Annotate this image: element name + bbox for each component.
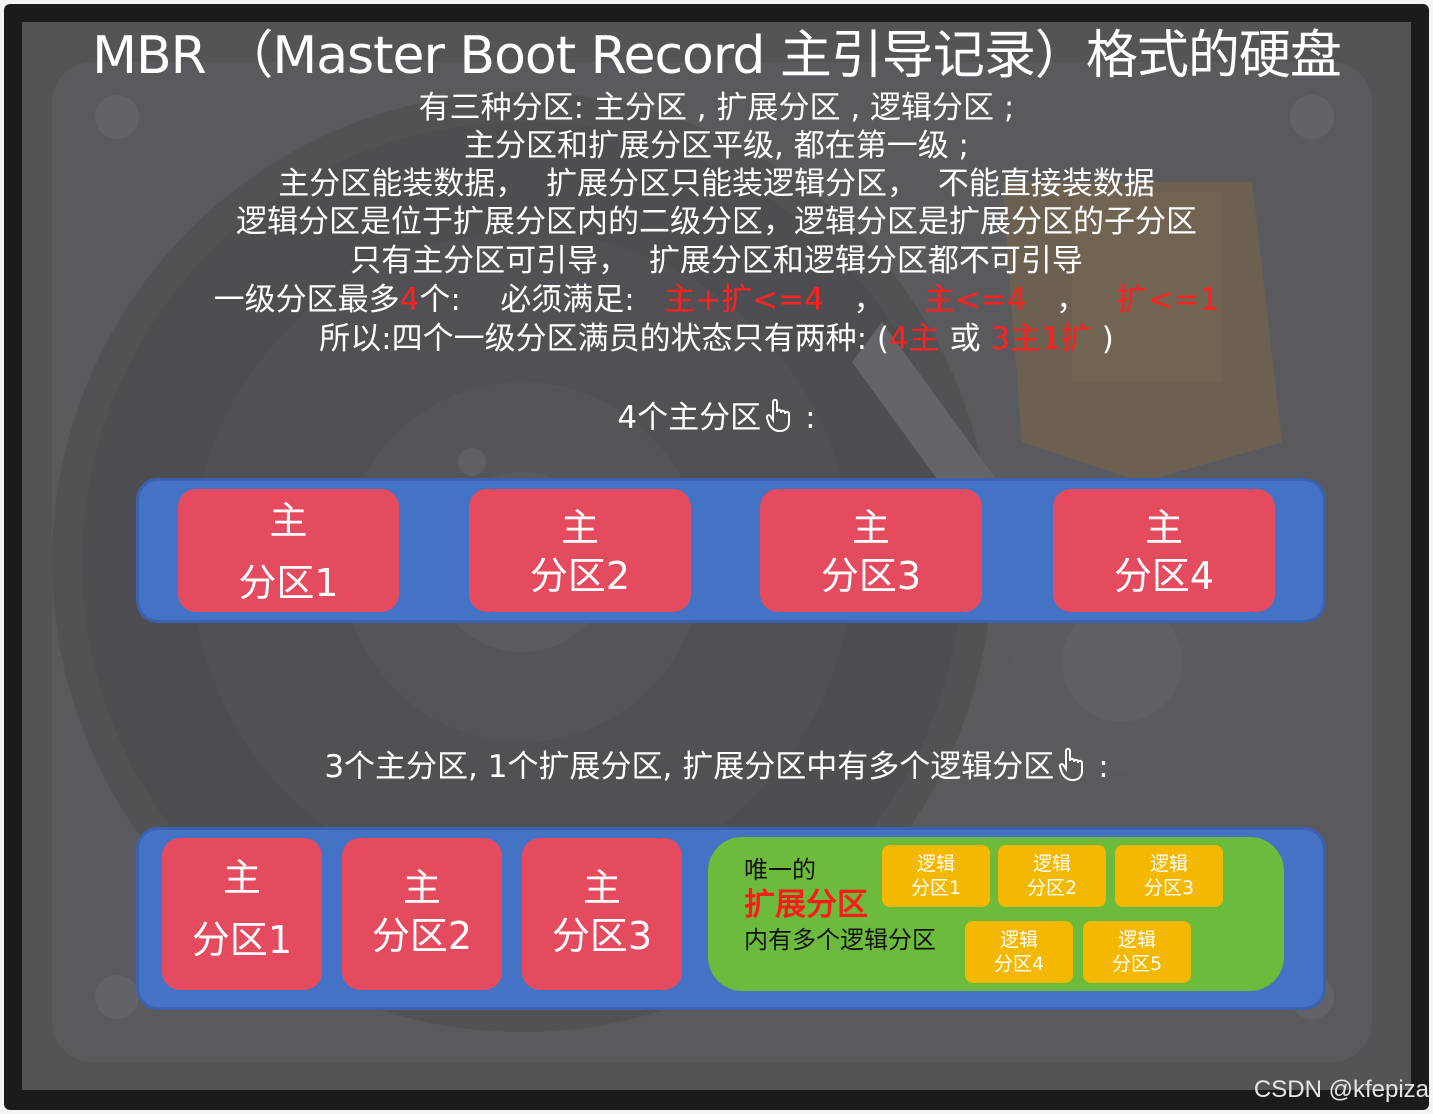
page-title: MBR （Master Boot Record 主引导记录）格式的硬盘: [92, 26, 1342, 86]
primary-partition-2: 主分区2: [469, 489, 691, 612]
pointing-down-hand-icon: [1058, 745, 1094, 792]
extended-line-3: 内有多个逻辑分区: [744, 926, 936, 954]
section-2-colon: :: [1098, 749, 1109, 785]
rule-line: 一级分区最多4个: 必须满足: 主+扩<=4 ， 主<=4 ， 扩<=1: [0, 281, 1433, 319]
section-1-colon: :: [805, 400, 816, 436]
logical-partition-4: 逻辑分区4: [965, 921, 1073, 983]
primary-partition-3: 主分区3: [522, 838, 682, 990]
section-1-label: 4个主分区: [617, 400, 762, 436]
rule-condition-2: 主<=4: [923, 282, 1027, 318]
primary-partition-2: 主分区2: [342, 838, 502, 990]
pointing-down-hand-icon: [765, 396, 801, 443]
state-suffix: ): [1091, 321, 1114, 357]
desc-line-4: 逻辑分区是位于扩展分区内的二级分区，逻辑分区是扩展分区的子分区: [236, 204, 1197, 240]
rule-separator-2: ，: [1026, 282, 1117, 318]
rule-max-number: 4: [399, 282, 420, 318]
primary-partition-4: 主分区4: [1053, 489, 1275, 612]
state-prefix: 所以:四个一级分区满员的状态只有两种: (: [319, 321, 889, 357]
section-1-heading: 4个主分区:: [0, 396, 1433, 443]
logical-partition-1: 逻辑分区1: [882, 845, 990, 907]
desc-line-3: 主分区能装数据， 扩展分区只能装逻辑分区， 不能直接装数据: [278, 166, 1155, 202]
extended-line-2: 扩展分区: [744, 887, 868, 923]
rule-prefix: 一级分区最多: [213, 282, 400, 318]
rule-condition-1: 主+扩<=4: [664, 282, 824, 318]
logical-partition-5: 逻辑分区5: [1083, 921, 1191, 983]
rule-separator-1: ，: [823, 282, 924, 318]
state-option-a: 4主: [888, 321, 940, 357]
state-line: 所以:四个一级分区满员的状态只有两种: (4主 或 3主1扩 ): [0, 320, 1433, 358]
extended-line-1: 唯一的: [744, 856, 816, 884]
watermark: CSDN @kfepiza: [1253, 1076, 1429, 1103]
extended-partition-label: 唯一的 扩展分区 内有多个逻辑分区: [744, 855, 936, 955]
state-or: 或: [939, 321, 991, 357]
desc-line-1: 有三种分区: 主分区 , 扩展分区 , 逻辑分区 ;: [418, 90, 1015, 126]
logical-partition-3: 逻辑分区3: [1115, 845, 1223, 907]
desc-line-2: 主分区和扩展分区平级, 都在第一级 ;: [463, 128, 969, 164]
section-2-label: 3个主分区, 1个扩展分区, 扩展分区中有多个逻辑分区: [324, 749, 1055, 785]
logical-partition-2: 逻辑分区2: [998, 845, 1106, 907]
rule-mid: 个: 必须满足:: [419, 282, 665, 318]
primary-partition-1: 主分区1: [178, 489, 399, 612]
rule-condition-3: 扩<=1: [1116, 282, 1220, 318]
state-option-b: 3主1扩: [990, 321, 1092, 357]
desc-line-5: 只有主分区可引导， 扩展分区和逻辑分区都不可引导: [350, 243, 1083, 279]
primary-partition-3: 主分区3: [760, 489, 982, 612]
primary-partition-1: 主分区1: [162, 838, 322, 990]
section-2-heading: 3个主分区, 1个扩展分区, 扩展分区中有多个逻辑分区:: [0, 745, 1433, 792]
